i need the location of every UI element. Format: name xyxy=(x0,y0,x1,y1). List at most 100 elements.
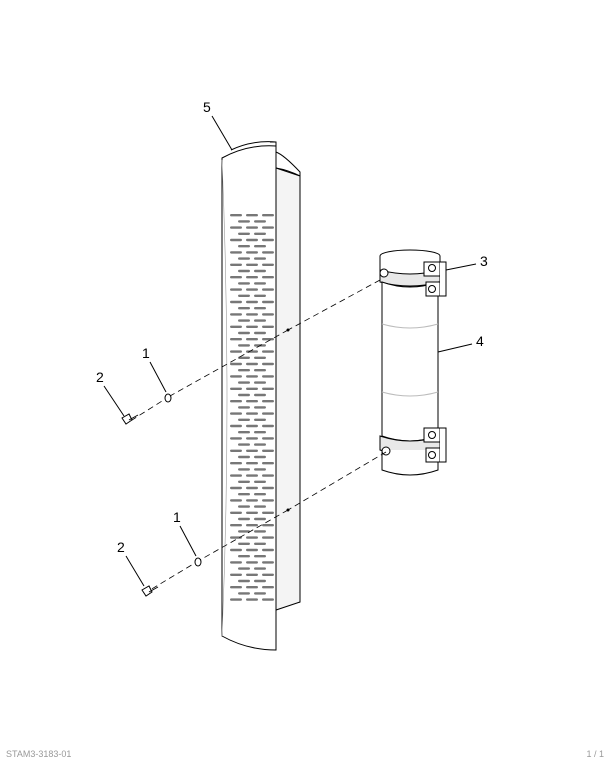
perforation-slot xyxy=(246,350,258,353)
perforation-slot xyxy=(230,412,242,415)
perforation-slot xyxy=(262,474,274,477)
perforation-slot xyxy=(238,232,250,235)
washer-icon xyxy=(164,393,172,403)
perforation-slot xyxy=(262,437,274,440)
perforation-slot xyxy=(254,356,266,359)
perforation-slot xyxy=(230,437,242,440)
perforation-slot xyxy=(238,220,250,223)
perforation-slot xyxy=(238,567,250,570)
perforation-slot xyxy=(246,375,258,378)
perforation-slot xyxy=(230,400,242,403)
callout-5: 5 xyxy=(203,99,211,115)
perforation-slot xyxy=(238,381,250,384)
perforation-slot xyxy=(230,313,242,316)
perforation-slot xyxy=(254,517,266,521)
perforation-slot xyxy=(230,350,242,353)
perforation-slot xyxy=(238,307,250,310)
perforation-slot xyxy=(254,530,266,533)
perforation-slot xyxy=(230,586,242,589)
perforation-slot xyxy=(230,387,242,390)
perforation-slot xyxy=(262,524,274,527)
perforation-slot xyxy=(254,542,266,545)
perforation-slot xyxy=(230,214,242,217)
perforation-slot xyxy=(254,220,266,223)
perforation-slot xyxy=(262,462,274,465)
perforation-slot xyxy=(230,486,242,490)
perforation-slot xyxy=(254,282,266,285)
perforation-slot xyxy=(230,288,242,291)
perforation-slot xyxy=(254,567,266,570)
perforation-slot xyxy=(246,437,258,440)
perforation-slot xyxy=(246,536,258,539)
perforation-slot xyxy=(262,263,274,266)
perforation-slot xyxy=(246,226,258,229)
perforation-slot xyxy=(254,592,266,595)
perforation-slot xyxy=(254,369,266,372)
perforation-slot xyxy=(246,325,258,328)
tube-clamp-assembly xyxy=(379,249,447,476)
perforation-slot xyxy=(238,530,250,533)
bolt-icon xyxy=(121,413,133,425)
perforation-slot xyxy=(238,257,250,260)
perforation-slot xyxy=(246,573,258,576)
perforation-slot xyxy=(238,406,250,409)
callout-leaders xyxy=(103,115,477,587)
assembly-lines xyxy=(131,279,387,591)
perforation-slot xyxy=(262,400,274,403)
perforation-slot xyxy=(230,263,242,266)
fastener-upper xyxy=(121,393,172,425)
perforation-slot xyxy=(246,548,258,552)
perforation-slot xyxy=(230,462,242,465)
perforation-slot xyxy=(230,226,242,229)
perforation-slot xyxy=(262,362,274,366)
perforation-slot xyxy=(238,369,250,372)
perforation-slot xyxy=(246,276,258,279)
page-indicator: 1 / 1 xyxy=(586,749,604,759)
perforation-slot xyxy=(238,282,250,285)
perforation-slot xyxy=(254,319,266,322)
figure-code: STAM3-3183-01 xyxy=(6,749,72,759)
perforation-slot xyxy=(246,586,258,589)
perforation-slot xyxy=(230,276,242,279)
bolt-icon xyxy=(141,585,153,597)
perforation-slot xyxy=(254,579,266,583)
perforation-slot xyxy=(262,561,274,564)
perforation-slot xyxy=(254,443,266,446)
perforation-slot xyxy=(262,313,274,316)
perforation-slot xyxy=(230,338,242,341)
perforation-slot xyxy=(246,412,258,415)
perforation-slot xyxy=(230,325,242,328)
perforation-slot xyxy=(230,362,242,366)
perforation-slot xyxy=(254,555,266,558)
perforation-slot xyxy=(230,375,242,378)
perforation-slot xyxy=(254,381,266,384)
perforation-slot xyxy=(254,493,266,496)
callout-1-upper: 1 xyxy=(142,345,150,361)
perforation-slot xyxy=(262,598,274,601)
perforation-slot xyxy=(230,524,242,527)
perforation-slot xyxy=(254,505,266,508)
callout-1-lower: 1 xyxy=(173,509,181,525)
perforation-slots xyxy=(230,214,274,601)
perforation-slot xyxy=(262,412,274,415)
perforation-slot xyxy=(238,455,250,459)
perforation-slot xyxy=(262,276,274,279)
perforation-slot xyxy=(262,238,274,242)
perforation-slot xyxy=(246,449,258,452)
perforation-slot xyxy=(238,269,250,273)
perforation-slot xyxy=(238,431,250,434)
perforation-slot xyxy=(246,499,258,502)
perforation-slot xyxy=(238,393,250,397)
perforation-slot xyxy=(262,536,274,539)
perforation-slot xyxy=(246,251,258,254)
perforation-slot xyxy=(254,406,266,409)
perforation-slot xyxy=(230,474,242,477)
perforation-slot xyxy=(262,350,274,353)
perforation-slot xyxy=(238,443,250,446)
perforation-slot xyxy=(238,468,250,471)
perforation-slot xyxy=(254,307,266,310)
perforation-slot xyxy=(262,375,274,378)
perforation-slot xyxy=(230,511,242,514)
perforation-slot xyxy=(246,561,258,564)
perforation-slot xyxy=(230,598,242,601)
